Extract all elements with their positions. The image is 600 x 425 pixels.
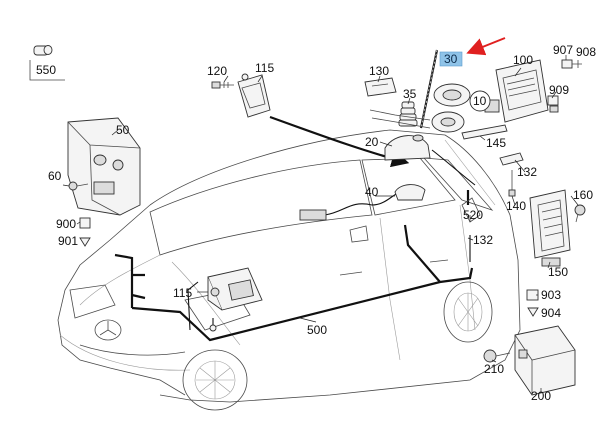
callout-120[interactable]: 120 [207,64,227,78]
callout-60[interactable]: 60 [48,169,62,183]
part-30-rod-antenna [419,49,439,129]
callout-907[interactable]: 907 [553,43,573,57]
callout-904[interactable]: 904 [541,306,561,320]
part-550 [29,45,65,81]
callout-160[interactable]: 160 [573,188,593,202]
part-100-module [484,59,549,123]
part-115-top [237,73,271,118]
callout-150[interactable]: 150 [548,265,568,279]
callout-520[interactable]: 520 [463,208,483,222]
leader-lines [62,55,579,393]
part-150-unit [529,189,571,267]
part-132-top [499,152,524,166]
callout-130[interactable]: 130 [369,64,389,78]
callout-500[interactable]: 500 [307,323,327,337]
callout-145[interactable]: 145 [486,136,506,150]
callout-30-highlight [439,51,463,67]
part-145 [461,124,508,140]
part-200-unit [514,325,576,396]
part-160 [574,204,586,223]
callout-100[interactable]: 100 [513,53,533,67]
wiring-harness [114,224,474,342]
part-140 [508,170,516,197]
part-speaker-assembly [369,83,471,133]
part-130 [364,77,397,97]
callout-115-top[interactable]: 115 [255,61,274,75]
callout-200[interactable]: 200 [531,389,551,403]
callout-908[interactable]: 908 [576,45,596,59]
callout-40[interactable]: 40 [365,185,379,199]
part-907-908 [561,59,582,69]
callout-550[interactable]: 550 [36,63,56,77]
part-210 [483,349,511,363]
callout-30[interactable]: 30 [444,52,458,66]
callout-140[interactable]: 140 [506,199,526,213]
callout-901[interactable]: 901 [58,234,78,248]
callout-10[interactable]: 10 [473,94,487,108]
callout-210[interactable]: 210 [484,362,504,376]
part-20-roof-antenna [384,134,431,161]
part-520 [461,197,481,223]
part-901 [79,237,91,247]
callout-132-top[interactable]: 132 [517,165,537,179]
callout-50[interactable]: 50 [116,123,130,137]
callout-labels: 550 120 115 130 35 30 100 907 908 909 10… [36,43,596,403]
car-outline [57,129,521,411]
cable-520-upper [431,149,476,186]
part-50-control-unit [67,117,141,216]
part-40-antenna [299,184,426,221]
part-115-radio-unit [207,267,263,332]
callout-20[interactable]: 20 [365,135,379,149]
part-909 [547,95,559,113]
part-35 [398,101,418,127]
part-900 [79,217,91,229]
callout-909[interactable]: 909 [549,83,569,97]
callout-115-bottom[interactable]: 115 [173,286,192,300]
callout-10-circle [469,90,491,112]
callout-132-bottom[interactable]: 132 [473,233,493,247]
part-904 [527,307,539,317]
callout-35[interactable]: 35 [403,87,417,101]
callout-900[interactable]: 900 [56,217,76,231]
highlight-pointer-arrow [466,37,506,56]
cable-40 [324,191,401,216]
callout-903[interactable]: 903 [541,288,561,302]
part-120 [211,81,234,89]
